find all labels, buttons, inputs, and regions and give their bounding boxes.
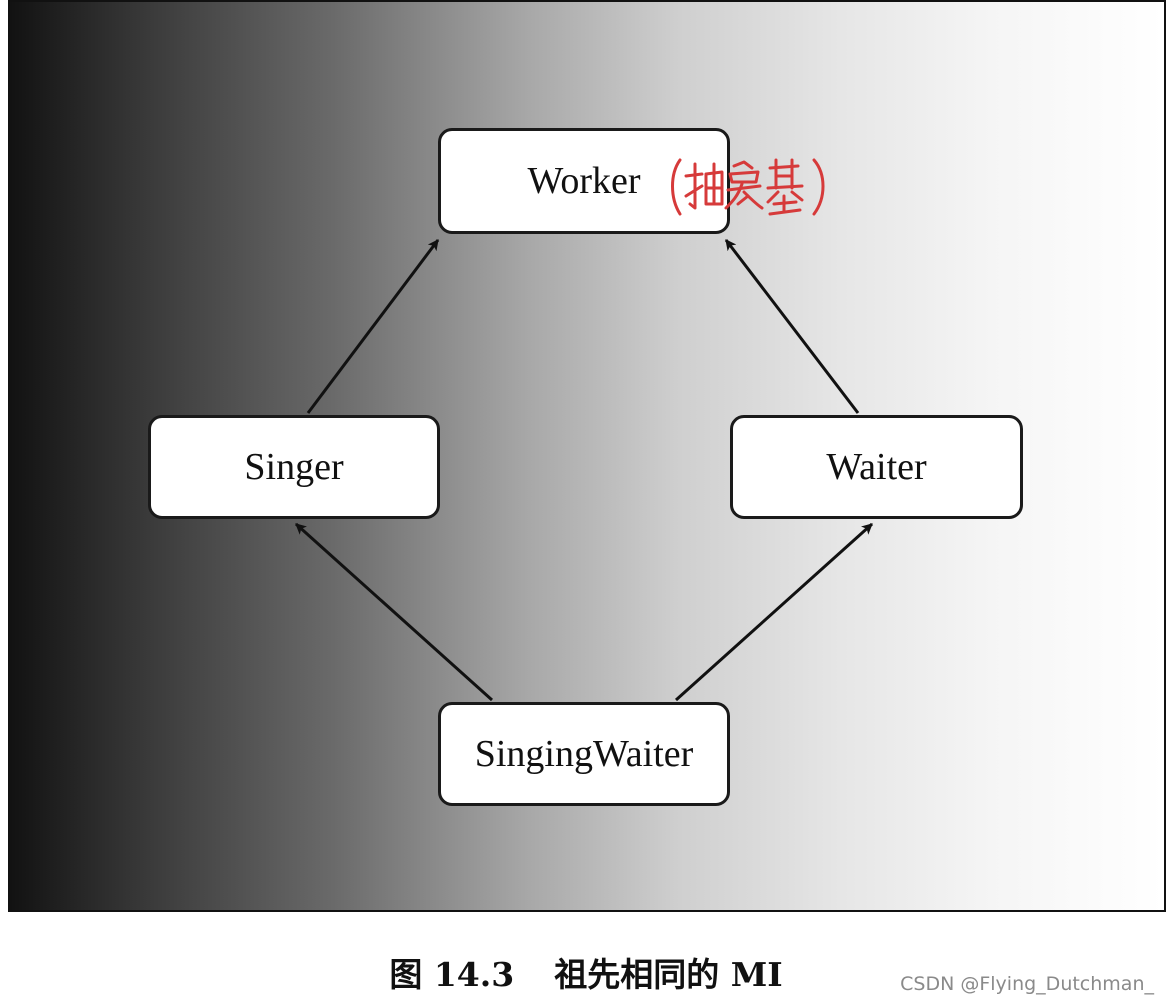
node-worker: Worker <box>438 128 730 234</box>
node-singing-waiter: SingingWaiter <box>438 702 730 806</box>
arrow-singer-to-worker <box>306 239 440 414</box>
diagram-panel: Worker Singer Waiter SingingWaiter <box>8 0 1166 912</box>
figure-caption: 图 14.3 祖先相同的 MI <box>0 948 1172 996</box>
handwritten-annotation <box>671 158 825 216</box>
node-waiter: Waiter <box>730 415 1023 519</box>
node-worker-label: Worker <box>527 160 641 202</box>
arrow-singingwaiter-to-waiter <box>674 522 874 702</box>
arrow-waiter-to-worker <box>724 239 860 414</box>
arrows-layer <box>294 239 874 702</box>
node-waiter-label: Waiter <box>826 446 927 488</box>
node-singing-waiter-label: SingingWaiter <box>474 733 694 775</box>
caption-number: 图 14.3 <box>389 955 515 994</box>
node-singer-label: Singer <box>244 446 344 488</box>
caption-text: 祖先相同的 MI <box>554 955 783 994</box>
node-singer: Singer <box>148 415 440 519</box>
arrow-singingwaiter-to-singer <box>294 522 494 702</box>
watermark: CSDN @Flying_Dutchman_ <box>900 973 1154 995</box>
